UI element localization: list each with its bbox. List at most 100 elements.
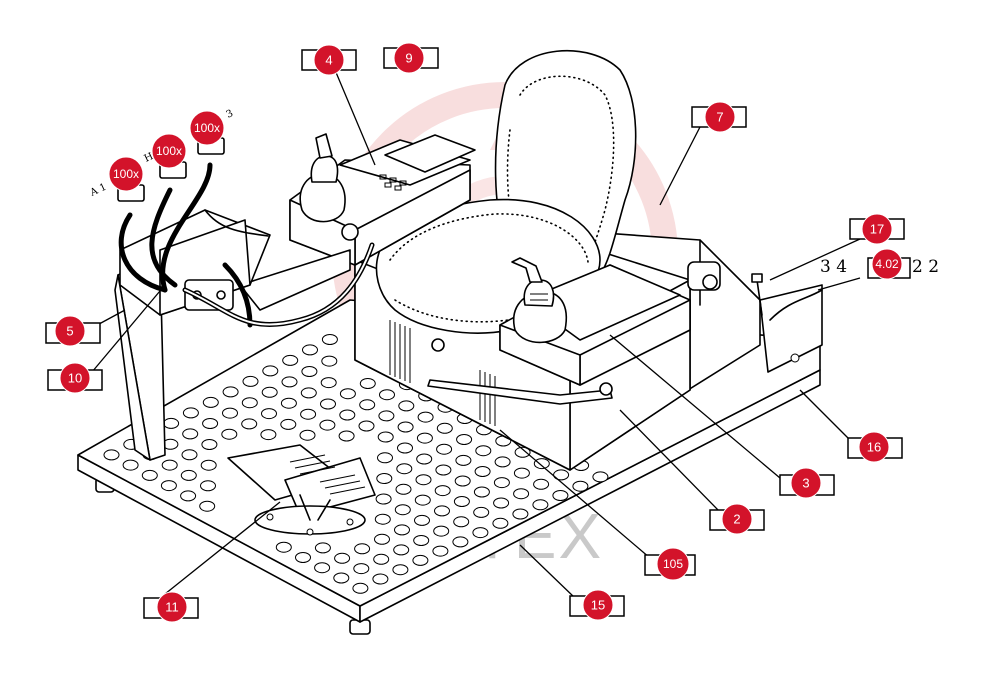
platform-hole [417, 411, 434, 423]
platform-hole [221, 428, 238, 440]
platform-hole [281, 376, 298, 388]
platform-hole [359, 378, 376, 389]
svg-text:3: 3 [802, 476, 809, 491]
platform-hole [452, 536, 469, 548]
platform-hole [319, 419, 336, 431]
svg-text:9: 9 [405, 51, 412, 66]
platform-hole [473, 486, 490, 498]
leader-lines [87, 69, 861, 599]
platform-hole [275, 541, 292, 553]
svg-text:100x: 100x [194, 121, 220, 135]
platform-hole [533, 458, 550, 470]
svg-text:17: 17 [870, 222, 884, 237]
callout-16[interactable]: 16 [847, 431, 903, 463]
svg-text:4.02: 4.02 [875, 257, 899, 271]
callout-10[interactable]: 10 [47, 362, 103, 394]
platform-hole [160, 480, 177, 492]
platform-hole [413, 535, 430, 546]
platform-hole [333, 572, 350, 584]
callout-5[interactable]: 5 [45, 315, 101, 347]
platform-hole [572, 480, 589, 492]
dimension-left: 3 4 [820, 257, 847, 277]
platform-hole [375, 493, 392, 505]
platform-hole [299, 429, 316, 441]
svg-text:100x: 100x [156, 144, 182, 158]
platform-hole [199, 500, 216, 512]
platform-hole [396, 463, 413, 475]
platform-hole [321, 334, 338, 345]
platform-hole [379, 389, 395, 401]
platform-hole [434, 505, 450, 517]
pedal-ribs [289, 454, 366, 495]
platform-hole [493, 477, 510, 489]
platform-hole [512, 508, 529, 520]
svg-text:4: 4 [325, 53, 332, 68]
platform-hole [321, 355, 338, 367]
foot-pedals [227, 444, 376, 536]
platform-hole [182, 407, 199, 419]
platform-hole [358, 420, 375, 432]
platform-hole [494, 456, 511, 468]
platform-hole [182, 428, 199, 440]
platform-hole [300, 408, 317, 420]
platform-hole [300, 387, 317, 399]
callout-4-02[interactable]: 4.02 [867, 248, 911, 280]
cable-harness [117, 137, 375, 328]
connector-letter-left: A 1 [88, 182, 109, 199]
right-control-box [499, 257, 721, 386]
svg-text:2: 2 [733, 512, 740, 527]
platform-hole [414, 494, 431, 506]
platform-hole [513, 467, 530, 479]
callout-105[interactable]: 105 [644, 547, 696, 581]
connector-letter-right: 3 [225, 108, 235, 121]
platform-hole [242, 375, 259, 387]
callout-100x-right[interactable]: 100x [189, 110, 225, 146]
platform-hole [433, 525, 450, 537]
callout-3[interactable]: 3 [779, 467, 835, 499]
platform-hole [374, 513, 391, 525]
platform-hole [397, 442, 413, 454]
platform-hole [514, 446, 531, 458]
dimension-right: 2 2 [912, 257, 939, 277]
platform-hole [475, 445, 492, 457]
platform-hole [301, 366, 318, 377]
callout-17[interactable]: 17 [849, 213, 905, 245]
platform-hole [338, 430, 355, 442]
platform-hole [314, 542, 331, 554]
platform-hole [474, 466, 491, 477]
platform-hole [241, 418, 258, 430]
platform-hole [414, 514, 430, 526]
platform-hole [416, 432, 433, 444]
callout-2[interactable]: 2 [709, 503, 765, 535]
platform-hole [393, 544, 410, 556]
platform-hole [377, 452, 393, 464]
svg-text:7: 7 [716, 110, 723, 125]
platform-hole [434, 485, 451, 497]
platform-hole [377, 431, 394, 443]
platform-hole [202, 418, 219, 429]
platform-hole [222, 386, 239, 398]
platform-hole [373, 553, 390, 565]
right-bracket [751, 273, 823, 373]
callout-11[interactable]: 11 [143, 591, 199, 623]
platform-hole [456, 434, 473, 445]
callout-15[interactable]: 15 [569, 589, 625, 621]
callout-4[interactable]: 4 [301, 44, 357, 76]
platform-hole [320, 377, 337, 389]
callout-100x-mid[interactable]: 100x [151, 133, 187, 169]
platform-hole [412, 554, 429, 566]
callout-7[interactable]: 7 [691, 101, 747, 133]
platform-hole [262, 365, 279, 377]
callout-100x-left[interactable]: 100x [108, 156, 144, 192]
platform-hole [181, 449, 198, 461]
callout-9[interactable]: 9 [383, 42, 439, 74]
platform-hole [492, 517, 509, 529]
platform-hole [260, 429, 277, 441]
platform-hole [339, 409, 356, 421]
platform-hole [320, 398, 336, 410]
platform-hole [392, 564, 409, 576]
platform-hole [378, 410, 395, 422]
platform-hole [473, 506, 490, 518]
platform-hole [280, 397, 297, 409]
